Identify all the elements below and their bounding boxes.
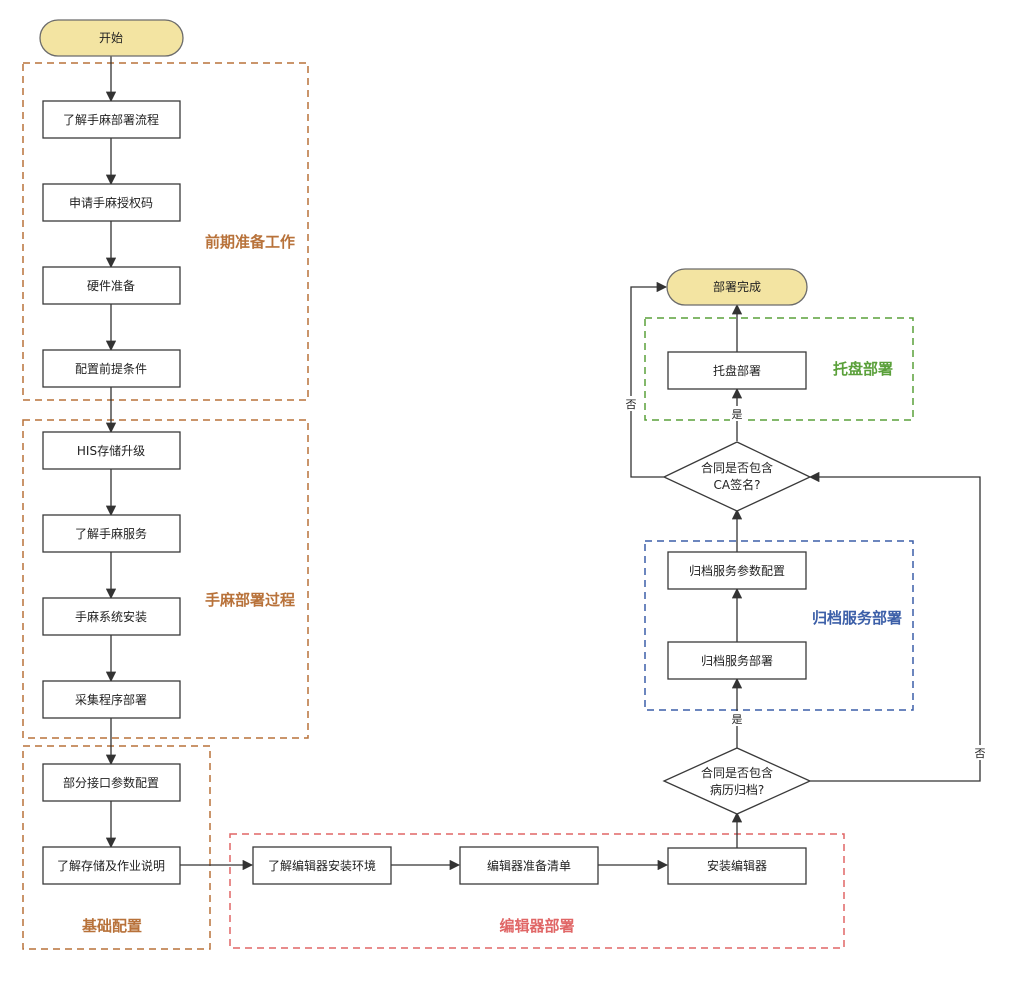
edge-label-yes-ca: 是 (732, 408, 743, 421)
node-understand-flow (42, 100, 181, 139)
node-interface-config (42, 763, 181, 802)
node-storage-doc-label: 了解存储及作业说明 (57, 858, 165, 873)
node-his-upgrade-label: HIS存储升级 (77, 443, 145, 458)
group-archive-label: 归档服务部署 (812, 609, 902, 627)
node-system-install-label: 手麻系统安装 (75, 609, 147, 624)
node-collector-deploy (42, 680, 181, 719)
node-his-upgrade (42, 431, 181, 470)
node-editor-checklist-label: 编辑器准备清单 (487, 858, 571, 873)
node-preconditions-label: 配置前提条件 (75, 361, 147, 376)
group-editor-label: 编辑器部署 (499, 917, 574, 935)
node-done-label: 部署完成 (713, 279, 761, 294)
node-apply-code (42, 183, 181, 222)
group-archive-container (644, 540, 914, 711)
node-archive-deploy (667, 641, 807, 680)
group-basic-container (22, 745, 211, 950)
edge-label-no-ca: 否 (626, 398, 637, 411)
node-archive-deploy-label: 归档服务部署 (701, 653, 773, 668)
node-tray-deploy (667, 351, 807, 390)
node-apply-code-label: 申请手麻授权码 (69, 195, 153, 210)
node-understand-service (42, 514, 181, 553)
group-basic-label: 基础配置 (81, 917, 142, 935)
group-editor-container (229, 833, 845, 949)
node-done (666, 268, 808, 306)
node-preconditions (42, 349, 181, 388)
node-interface-config-label: 部分接口参数配置 (63, 775, 159, 790)
node-start (39, 19, 184, 57)
node-decision-ca-label-line2: CA签名? (714, 477, 761, 492)
node-hardware-label: 硬件准备 (87, 279, 135, 293)
node-archive-config-label: 归档服务参数配置 (689, 563, 785, 578)
node-decision-archive-label-line1: 合同是否包含 (701, 765, 773, 780)
node-decision-ca-label-line1: 合同是否包含 (701, 460, 773, 475)
edge-label-yes-archive: 是 (732, 713, 743, 726)
node-decision-archive (662, 747, 812, 815)
node-tray-deploy-label: 托盘部署 (713, 363, 761, 378)
node-decision-ca (662, 441, 812, 512)
node-collector-deploy-label: 采集程序部署 (75, 692, 147, 707)
group-tray-label: 托盘部署 (833, 360, 893, 378)
node-start-label: 开始 (99, 31, 123, 45)
group-shouma-container (22, 419, 309, 739)
node-system-install (42, 597, 181, 636)
node-understand-flow-label: 了解手麻部署流程 (63, 112, 159, 127)
node-install-editor (667, 847, 807, 885)
group-shouma-label: 手麻部署过程 (205, 591, 295, 609)
node-hardware (42, 266, 181, 305)
node-decision-archive-label-line2: 病历归档? (710, 782, 764, 797)
node-editor-env-label: 了解编辑器安装环境 (268, 858, 376, 873)
edge-decision-ca-no-to-done (630, 281, 668, 478)
node-understand-service-label: 了解手麻服务 (75, 526, 147, 541)
node-storage-doc (42, 846, 181, 885)
node-install-editor-label: 安装编辑器 (707, 858, 767, 873)
group-prep-label: 前期准备工作 (205, 233, 295, 251)
edge-label-no-archive: 否 (975, 747, 986, 760)
edge-decision-archive-no-to-decision-ca (808, 471, 981, 782)
group-tray-container (644, 317, 914, 421)
node-archive-config (667, 551, 807, 590)
node-editor-env (252, 846, 392, 885)
node-editor-checklist (459, 846, 599, 885)
